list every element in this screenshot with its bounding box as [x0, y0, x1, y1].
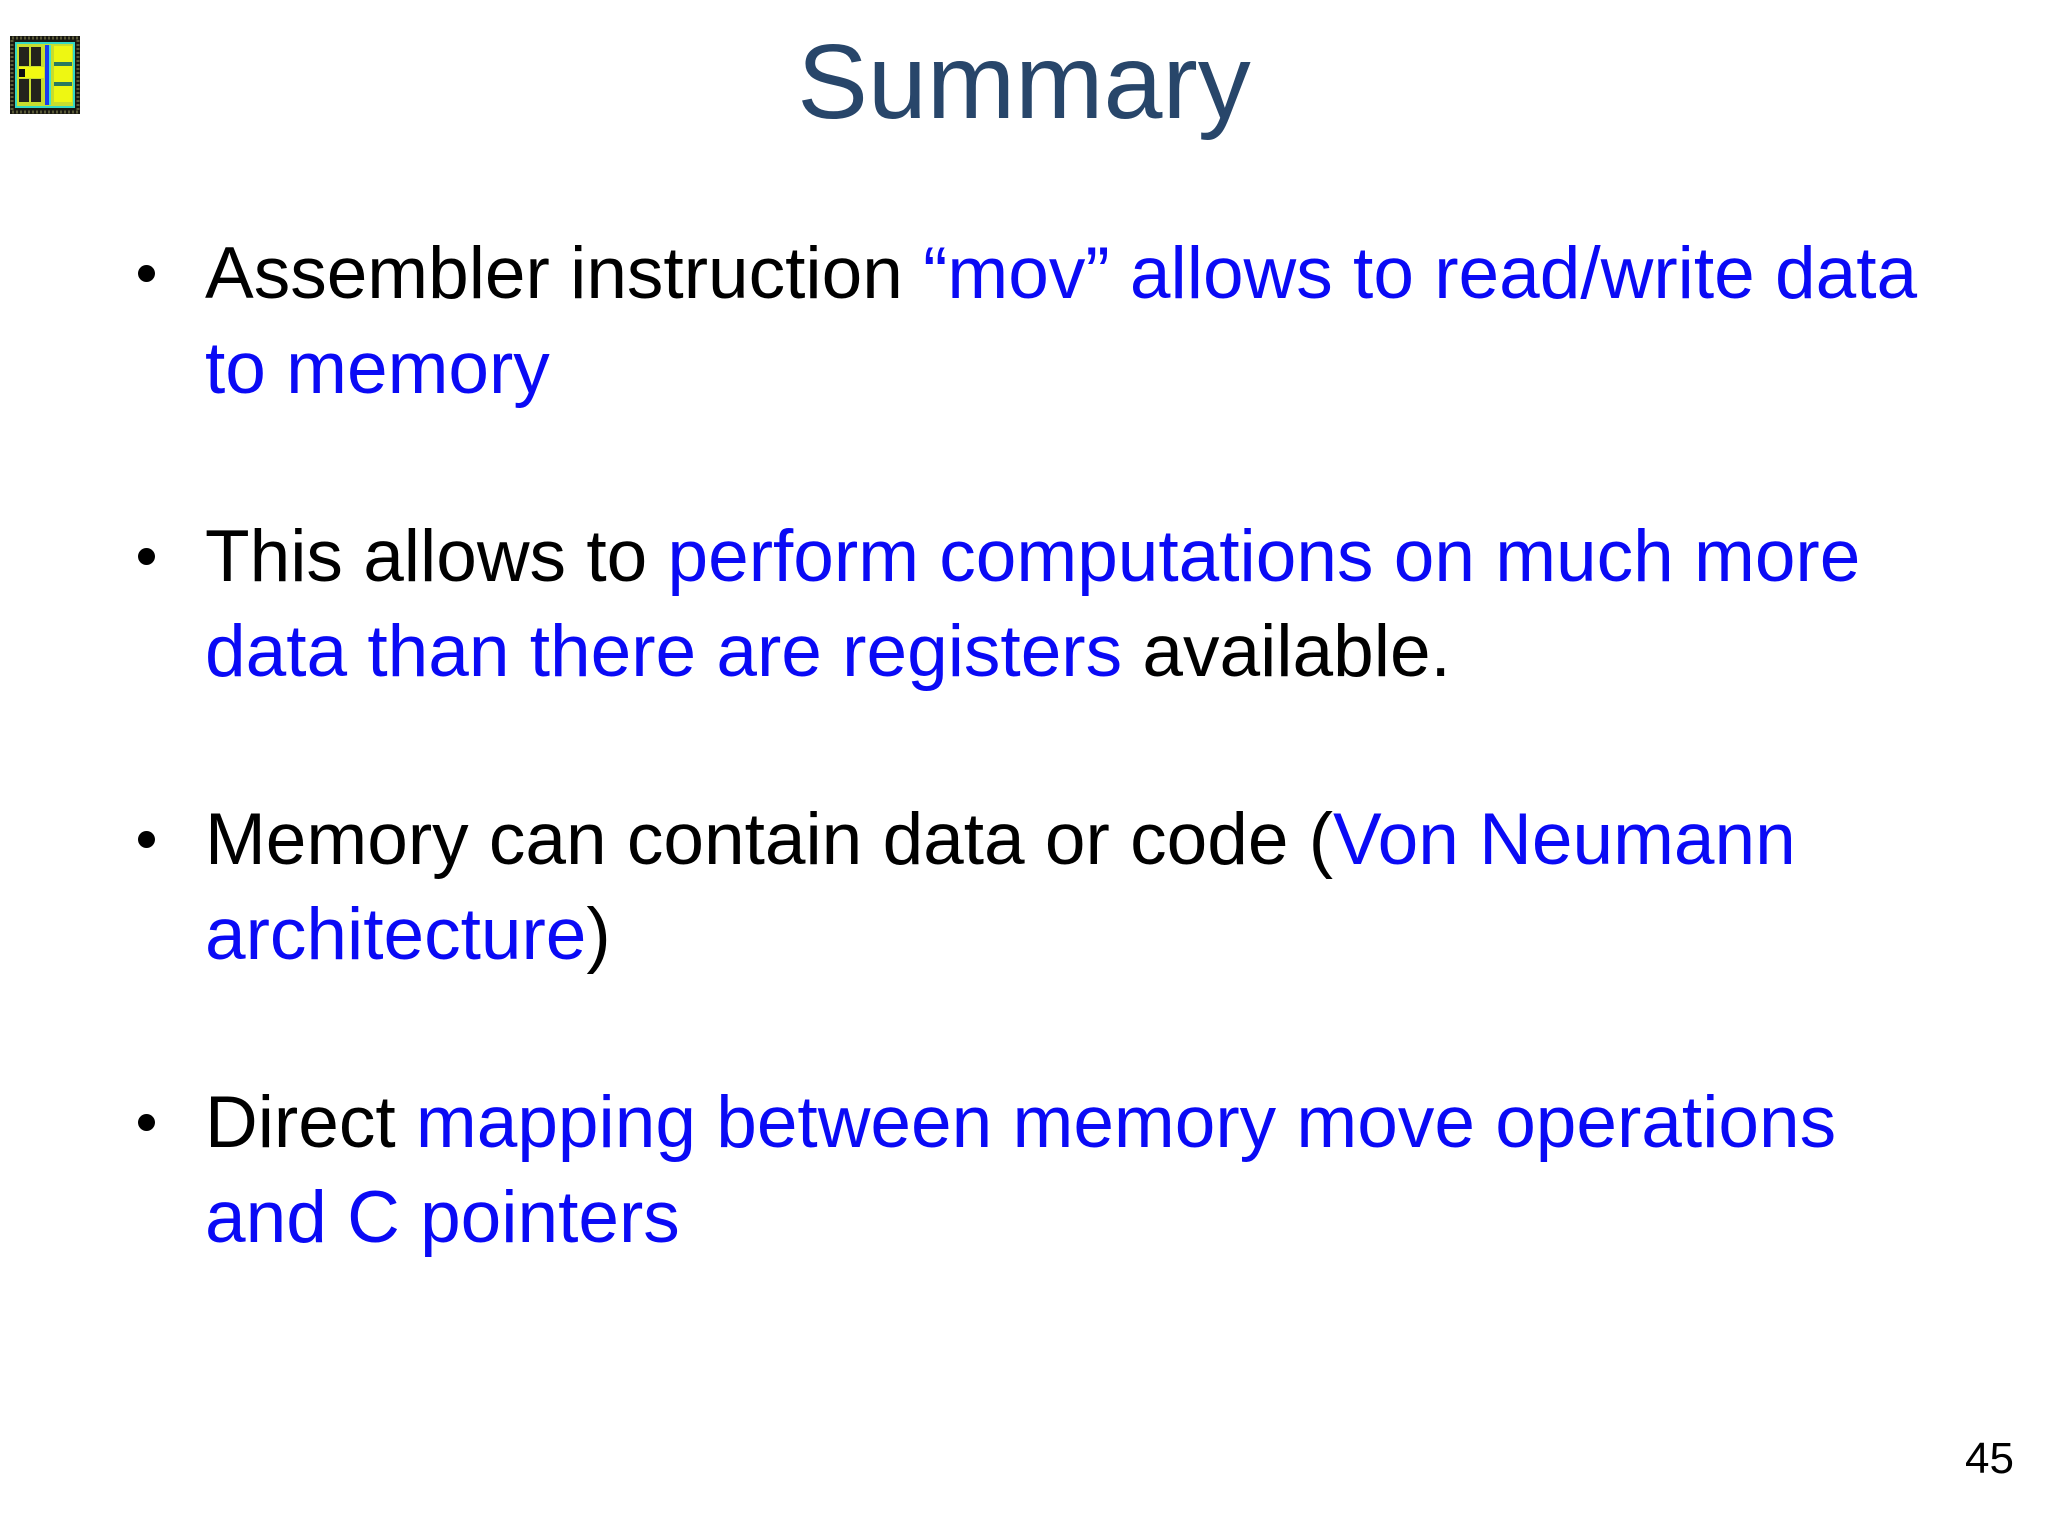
bullet-dot-icon — [138, 548, 155, 565]
bullet-segment: “mov” allows to read/write data to memor… — [205, 233, 1918, 409]
bullet-segment: Memory can contain data or code ( — [205, 799, 1334, 880]
bullet-dot-icon — [138, 265, 155, 282]
bullet-item: Memory can contain data or code (Von Neu… — [136, 792, 1936, 982]
chip-die-graphic — [10, 36, 80, 114]
bullet-segment: perform computations on much more data t… — [205, 516, 1861, 692]
bullet-item: This allows to perform computations on m… — [136, 509, 1936, 699]
bullet-item: Assembler instruction “mov” allows to re… — [136, 226, 1936, 416]
bullet-segment: Direct — [205, 1082, 416, 1163]
bullet-item: Direct mapping between memory move opera… — [136, 1075, 1936, 1265]
bullet-segment: Assembler instruction — [205, 233, 924, 314]
bullet-dot-icon — [138, 831, 155, 848]
page-number: 45 — [1965, 1434, 2014, 1483]
slide-title: Summary — [797, 23, 1251, 141]
bullet-segment: available. — [1122, 611, 1451, 692]
bullet-list: Assembler instruction “mov” allows to re… — [136, 226, 1936, 1358]
chip-die-logo — [10, 36, 80, 114]
bullet-segment: ) — [586, 894, 611, 975]
bullet-segment: Von Neumann architecture — [205, 799, 1796, 975]
bullet-segment: This allows to — [205, 516, 668, 597]
bullet-segment: mapping between memory move operations a… — [205, 1082, 1837, 1258]
bullet-dot-icon — [138, 1114, 155, 1131]
